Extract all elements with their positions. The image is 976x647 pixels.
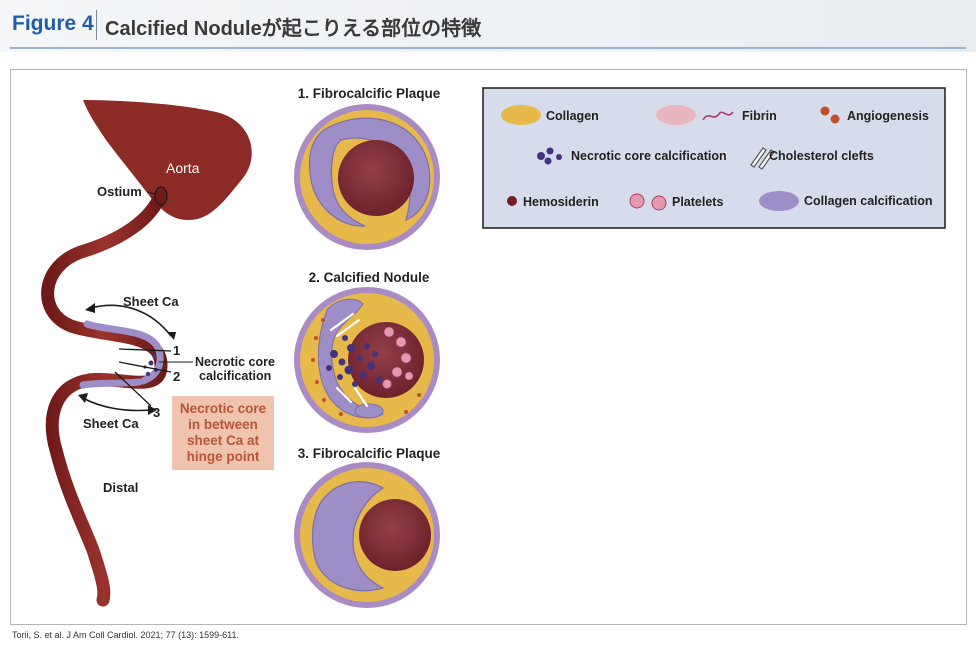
panel-1-title: 1. Fibrocalcific Plaque (298, 86, 441, 101)
marker-1-label: 1 (173, 343, 180, 358)
header-underline (10, 47, 966, 49)
figure-frame: Aorta Ostium Sheet Ca Sheet Ca 1 2 3 Nec… (10, 69, 967, 625)
sheet-ca-lower-arrow (82, 397, 152, 412)
panel-2-title: 2. Calcified Nodule (309, 270, 430, 285)
legend-angiogenesis-label: Angiogenesis (847, 109, 929, 123)
panel-3-title: 3. Fibrocalcific Plaque (298, 446, 441, 461)
aorta-label: Aorta (166, 160, 200, 176)
panel-3-calcification (311, 481, 385, 592)
panel-2-necrotic-fragments (326, 335, 383, 387)
fibrin-strand-icon (702, 111, 734, 121)
ostium-leader (146, 191, 157, 195)
fibrin-background-swatch-icon (656, 105, 696, 125)
marker-line-1 (118, 348, 172, 352)
marker-line-2 (118, 361, 172, 373)
legend-platelets-label: Platelets (672, 195, 723, 209)
coronary-artery (41, 187, 168, 607)
figure-title: Calcified Noduleが起こりえる部位の特徴 (105, 18, 482, 40)
angiogenesis-dot-icon-b (830, 114, 840, 124)
legend-necrotic-core-label: Necrotic core calcification (571, 149, 727, 163)
sheet-ca-lower-label: Sheet Ca (83, 416, 139, 431)
panel-2-platelets (382, 326, 414, 389)
citation: Torii, S. et al. J Am Coll Cardiol. 2021… (12, 630, 239, 640)
hemosiderin-dot-icon (507, 196, 517, 206)
ostium-label: Ostium (97, 184, 142, 199)
sheet-ca-upper-arrow (90, 304, 172, 337)
panel-1-calcification (308, 117, 431, 227)
sheet-ca-lower-arrowhead-left (78, 393, 88, 403)
collagen-swatch-icon (501, 105, 541, 125)
sheet-ca-upper-label: Sheet Ca (123, 294, 179, 309)
hinge-note-box (172, 396, 274, 470)
panel-1-lumen (338, 140, 414, 216)
legend-box: Collagen Fibrin Angiogenesis Necrotic co… (482, 87, 946, 229)
cholesterol-clefts-icon (750, 147, 775, 170)
angiogenesis-dot-icon-a (820, 106, 830, 116)
panel-2-calcification-arc (318, 298, 385, 419)
sheet-ca-upper-arrowhead-left (85, 303, 95, 313)
marker-3-label: 3 (153, 405, 160, 420)
necrotic-label-line2: calcification (199, 369, 271, 383)
collagen-calcification-swatch-icon (759, 191, 799, 211)
panel-2-cholesterol-clefts (329, 312, 369, 408)
necrotic-label-line1: Necrotic core (195, 355, 275, 369)
hinge-note-line2: in between (188, 417, 258, 432)
marker-2-label: 2 (173, 369, 180, 384)
distal-label: Distal (103, 480, 138, 495)
sheet-ca-lower-deposit (79, 378, 143, 389)
ostium-ring (154, 186, 168, 206)
legend-cholesterol-clefts-label: Cholesterol clefts (769, 149, 874, 163)
hinge-note-line4: hinge point (187, 449, 260, 464)
hinge-note-line3: sheet Ca at (187, 433, 260, 448)
figure-label: Figure 4 (12, 12, 94, 35)
legend-hemosiderin-label: Hemosiderin (523, 195, 599, 209)
hinge-note-line1: Necrotic core (180, 401, 267, 416)
sheet-ca-upper-arrowhead-right (167, 332, 176, 340)
panel-3-lumen (359, 499, 431, 571)
panel-3-fibrocalcific-plaque: 3. Fibrocalcific Plaque (294, 446, 441, 608)
panel-2-lower-fragment (354, 403, 384, 419)
marker-line-3 (114, 371, 152, 407)
panel-2-angiogenesis (311, 318, 421, 416)
legend-collagen-label: Collagen (546, 109, 599, 123)
legend-collagen-calcification-label: Collagen calcification (804, 194, 933, 208)
figure-header: Figure 4 Calcified Noduleが起こりえる部位の特徴 (0, 0, 976, 52)
legend-fibrin-label: Fibrin (742, 109, 777, 123)
aorta-shape (83, 100, 252, 220)
illustration-canvas: Aorta Ostium Sheet Ca Sheet Ca 1 2 3 Nec… (41, 86, 946, 608)
necrotic-core-fragments-icon (537, 147, 562, 165)
platelets-icon (629, 193, 667, 211)
panel-2-calcified-nodule: 2. Calcified Nodule (294, 270, 440, 433)
artery-diagram: Aorta Ostium Sheet Ca Sheet Ca 1 2 3 Nec… (41, 100, 275, 607)
panel-1-fibrocalcific-plaque: 1. Fibrocalcific Plaque (294, 86, 441, 250)
sheet-ca-lower-arrowhead-right (148, 405, 157, 415)
header-divider (96, 10, 97, 40)
